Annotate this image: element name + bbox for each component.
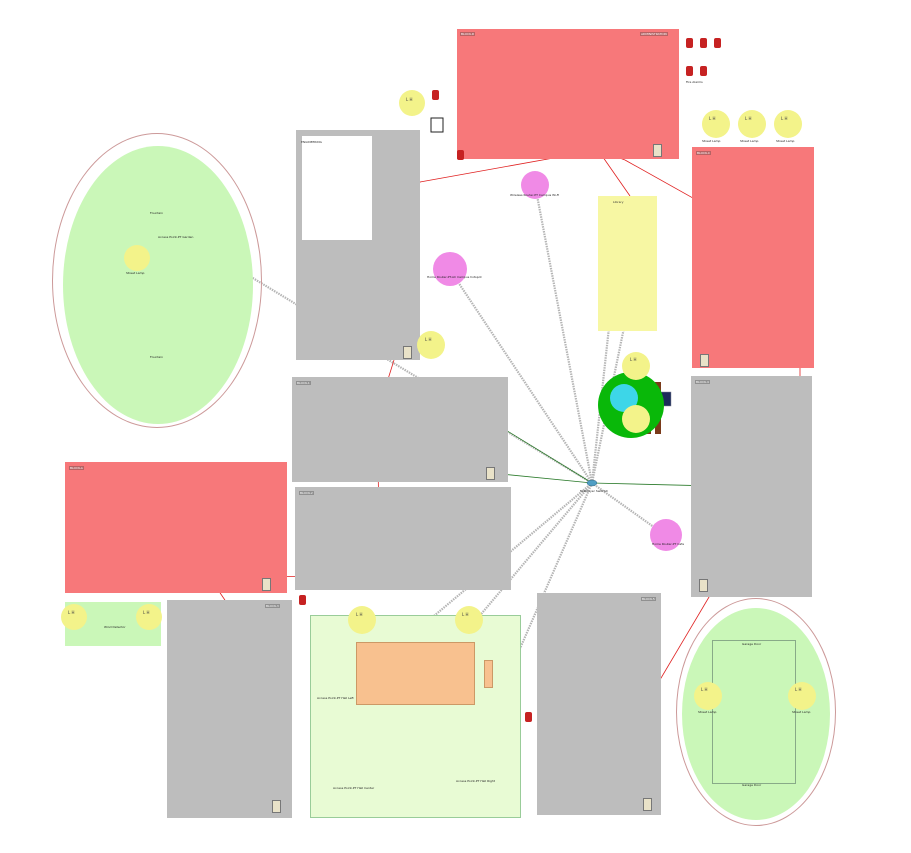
garage-label-1: Garage Door	[742, 642, 762, 646]
lamp-label-2: Street Lamp	[740, 139, 759, 143]
orange-small-block	[484, 660, 493, 688]
mid-gray-zone-b	[295, 487, 511, 590]
fire-alarm-2[interactable]	[700, 38, 707, 48]
hotspot-right[interactable]	[650, 519, 682, 551]
garden-lamp-left-label: Street Lamp	[698, 710, 717, 714]
zone-tag-right-gray: BLOCK-4	[695, 380, 710, 384]
lamp-badge-11: L H	[701, 687, 708, 692]
street-lamp-8[interactable]	[622, 405, 650, 433]
left-red-zone	[65, 462, 287, 593]
lamp-badge-7: L H	[68, 610, 75, 615]
fountain-label-2: Fountain	[150, 355, 164, 359]
bottom-ap-b-label: Access Point-PT Hall Right	[456, 779, 495, 783]
zone-tag-lower-gray: BLOCK-3	[265, 604, 280, 608]
street-lamp-6[interactable]	[417, 331, 445, 359]
street-lamp-12[interactable]	[455, 606, 483, 634]
zone-tag-mid-b: BLOCK-2	[299, 491, 314, 495]
hotspot-right-label: Home Router-PT Cafe	[652, 542, 685, 546]
lamp-badge-2: L H	[709, 116, 716, 121]
zone-tag-left-red: BLOCK-A	[69, 466, 84, 470]
fire-alarm-6[interactable]	[432, 90, 439, 100]
street-lamp-14[interactable]	[788, 682, 816, 710]
garage-label-2: Garage Door	[742, 783, 762, 787]
street-lamp-9[interactable]	[61, 604, 87, 630]
zone-tag-mid-a: BLOCK-1	[296, 381, 311, 385]
street-lamp-1[interactable]	[399, 90, 425, 116]
bottom-ap-left-label: Access Point-PT Hall Left	[317, 696, 354, 700]
wireless-link	[533, 184, 594, 484]
wireless-link	[590, 317, 628, 484]
right-garden-field	[712, 640, 796, 784]
fountain-label-1: Fountain	[150, 211, 164, 215]
hotspot-top-label: Wireless Router-PT Campus Wi-Fi	[510, 193, 560, 197]
street-lamp-5[interactable]	[124, 245, 150, 271]
router-icon[interactable]	[586, 479, 598, 487]
lamp-badge-6: L H	[630, 357, 637, 362]
street-lamp-3[interactable]	[738, 110, 766, 138]
lamp-badge-12: L H	[795, 687, 802, 692]
fire-alarm-8[interactable]	[525, 712, 532, 722]
lamp-badge-10: L H	[462, 612, 469, 617]
hotspot-left[interactable]	[433, 252, 467, 286]
street-lamp-11[interactable]	[348, 606, 376, 634]
bottom-ap-a-label: Access Point-PT Hall Center	[333, 786, 375, 790]
wireless-link	[449, 269, 593, 484]
lower-left-gray-zone	[167, 600, 292, 818]
lamp-badge-5: L H	[425, 337, 432, 342]
fire-alarm-4[interactable]	[686, 66, 693, 76]
white-room	[302, 136, 372, 240]
right-garden-area	[682, 608, 830, 820]
wind-label: Wind Detector	[104, 625, 126, 629]
door-bottom-gray[interactable]	[643, 798, 652, 811]
zone-tag-admin: ADMINISTRATION	[640, 32, 668, 36]
door-right-red[interactable]	[700, 354, 709, 367]
right-red-zone	[692, 147, 814, 368]
street-lamp-13[interactable]	[694, 682, 722, 710]
door-right-gray[interactable]	[699, 579, 708, 592]
lamp-label-4: Street Lamp	[126, 271, 145, 275]
hotspot-left-label: Home Router-PT-AC Campus hotspot	[427, 275, 482, 279]
lamp-badge-1: L H	[406, 97, 413, 102]
hotspot-top[interactable]	[521, 171, 549, 199]
zone-tag-bottom-gray: BLOCK-5	[641, 597, 656, 601]
door-left-red[interactable]	[262, 578, 271, 591]
ap-green-label: Access Point-PT Garden	[158, 235, 194, 239]
lamp-badge-8: L H	[143, 610, 150, 615]
zone-tag-left-gray: ENGINEERING	[301, 140, 322, 144]
top-red-zone	[457, 29, 679, 159]
mid-gray-zone-a	[292, 377, 508, 482]
fire-alarm-3[interactable]	[714, 38, 721, 48]
core-switch-label: Multilayer Switch0	[580, 489, 608, 493]
garden-lamp-right-label: Street Lamp	[792, 710, 811, 714]
left-garden-area	[63, 146, 253, 424]
fire-alarm-5[interactable]	[700, 66, 707, 76]
street-lamp-4[interactable]	[774, 110, 802, 138]
lamp-label-3: Street Lamp	[776, 139, 795, 143]
zone-tag-yellow: Library	[613, 200, 624, 204]
lamp-badge-9: L H	[356, 612, 363, 617]
zone-tag-right-red: BLOCK-C	[696, 151, 711, 155]
lamp-badge-4: L H	[781, 116, 788, 121]
right-gray-zone	[691, 376, 812, 597]
street-lamp-2[interactable]	[702, 110, 730, 138]
lamp-label-1: Street Lamp	[702, 139, 721, 143]
zone-tag-top-red: BLOCK-D	[460, 32, 476, 36]
yellow-zone	[598, 196, 657, 331]
legend-fire-alarms: Fire Alarms	[686, 80, 703, 84]
street-lamp-10[interactable]	[136, 604, 162, 630]
fire-alarm-7[interactable]	[299, 595, 306, 605]
door-icon	[430, 117, 444, 133]
right-garden-ellipse	[676, 598, 836, 826]
street-lamp-7[interactable]	[622, 352, 650, 380]
door-left-gray[interactable]	[403, 346, 412, 359]
door-lower-gray[interactable]	[272, 800, 281, 813]
lamp-badge-3: L H	[745, 116, 752, 121]
door-mid-a[interactable]	[486, 467, 495, 480]
bottom-gray-zone	[537, 593, 661, 815]
orange-block	[356, 642, 475, 705]
fire-alarm-1[interactable]	[686, 38, 693, 48]
door-top-red[interactable]	[653, 144, 662, 157]
left-garden-ellipse	[52, 133, 262, 428]
fire-alarm-9[interactable]	[457, 150, 464, 160]
